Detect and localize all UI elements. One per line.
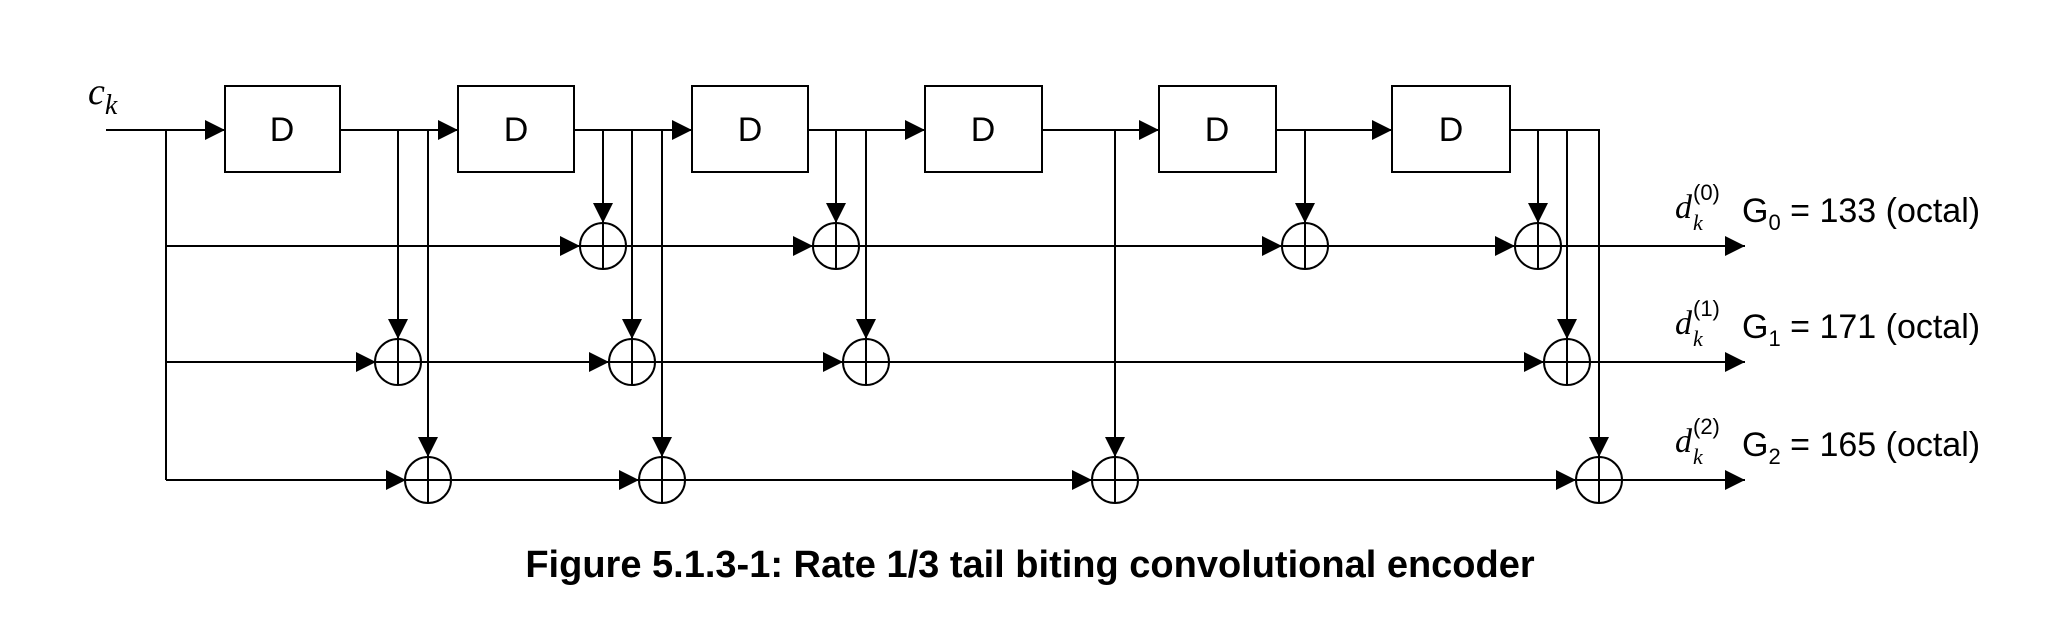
xor-adder bbox=[579, 222, 627, 270]
xor-adder bbox=[1543, 338, 1591, 386]
tap-lines bbox=[388, 130, 1609, 457]
delay-element-3: D bbox=[691, 85, 809, 173]
svg-text:d: d bbox=[1675, 423, 1693, 460]
xor-adder bbox=[1281, 222, 1329, 270]
delay-element-6: D bbox=[1391, 85, 1511, 173]
svg-text:D: D bbox=[1439, 111, 1464, 149]
svg-text:D: D bbox=[504, 111, 529, 149]
delay-element-2: D bbox=[457, 85, 575, 173]
svg-text:D: D bbox=[1205, 111, 1230, 149]
svg-text:D: D bbox=[738, 111, 763, 149]
delay-element-4: D bbox=[924, 85, 1043, 173]
delay-element-5: D bbox=[1158, 85, 1277, 173]
xor-adder bbox=[1091, 456, 1139, 504]
xor-adder bbox=[1514, 222, 1562, 270]
input-label: ck bbox=[88, 71, 118, 121]
output-label-0: d (0) k G0 = 133 (octal) bbox=[1675, 180, 1980, 235]
xor-adder bbox=[812, 222, 860, 270]
svg-text:D: D bbox=[971, 111, 996, 149]
svg-text:k: k bbox=[1693, 444, 1704, 469]
svg-text:D: D bbox=[270, 111, 295, 149]
output-label-2: d (2) k G2 = 165 (octal) bbox=[1675, 414, 1980, 469]
delay-element-1: D bbox=[224, 85, 341, 173]
xor-adder bbox=[374, 338, 422, 386]
svg-text:k: k bbox=[1693, 326, 1704, 351]
svg-text:d: d bbox=[1675, 189, 1693, 226]
svg-text:G1 = 171 (octal): G1 = 171 (octal) bbox=[1742, 308, 1980, 351]
svg-text:(0): (0) bbox=[1693, 180, 1720, 205]
svg-text:G0 = 133 (octal): G0 = 133 (octal) bbox=[1742, 192, 1980, 235]
svg-text:(2): (2) bbox=[1693, 414, 1720, 439]
output-label-1: d (1) k G1 = 171 (octal) bbox=[1675, 296, 1980, 351]
encoder-diagram: ck D D D D D D bbox=[88, 71, 1980, 504]
svg-text:G2 = 165 (octal): G2 = 165 (octal) bbox=[1742, 426, 1980, 469]
xor-adder bbox=[608, 338, 656, 386]
svg-text:(1): (1) bbox=[1693, 296, 1720, 321]
svg-text:k: k bbox=[1693, 210, 1704, 235]
xor-adder bbox=[638, 456, 686, 504]
xor-adder bbox=[1575, 456, 1623, 504]
xor-adder bbox=[842, 338, 890, 386]
xor-adder bbox=[404, 456, 452, 504]
figure-caption: Figure 5.1.3-1: Rate 1/3 tail biting con… bbox=[525, 544, 1535, 586]
svg-text:d: d bbox=[1675, 305, 1693, 342]
